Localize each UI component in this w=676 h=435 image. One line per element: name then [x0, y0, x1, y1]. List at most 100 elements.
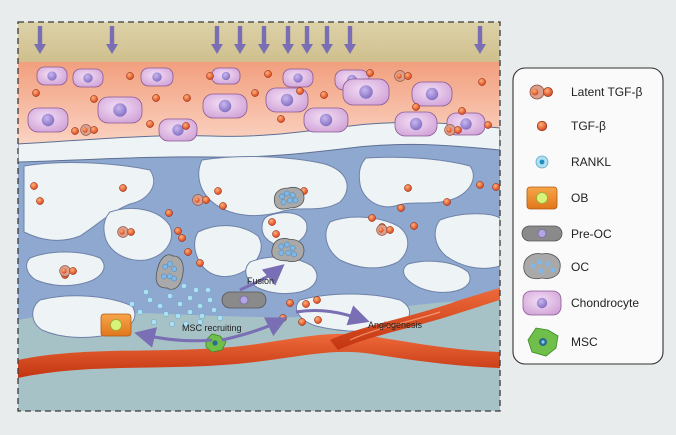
tgf-beta-particle	[286, 299, 294, 307]
rankl-particle	[143, 289, 149, 295]
latent-tgf-beta	[192, 194, 210, 206]
tgf-beta-particle	[298, 318, 306, 326]
legend-label-msc: MSC	[571, 335, 598, 349]
tgf-beta-particle	[397, 204, 405, 212]
osteoclast	[273, 186, 305, 210]
load-arrow	[258, 26, 270, 54]
tgf-beta-particle	[320, 91, 328, 99]
chondrocyte	[27, 107, 69, 133]
tgf-beta-particle	[214, 187, 222, 195]
latent-tgf-beta	[444, 124, 462, 136]
load-arrow	[344, 26, 356, 54]
tgf-beta-particle	[71, 127, 79, 135]
osteoclast-icon	[523, 253, 561, 280]
tgf-beta-particle	[152, 94, 160, 102]
calcified-cartilage	[18, 121, 500, 163]
rankl-particle	[183, 321, 189, 327]
rankl-particle	[217, 315, 223, 321]
tgf-beta-particle	[366, 69, 374, 77]
mechanical-load-arrows	[34, 26, 486, 54]
tgf-beta-particle	[32, 89, 40, 97]
rankl-particle	[167, 293, 173, 299]
latent-tgf-beta	[59, 265, 77, 277]
tgf-beta-particle	[165, 209, 173, 217]
rankl-particle	[147, 297, 153, 303]
tgf-beta-particle	[296, 87, 304, 95]
osteoclast-cells	[155, 186, 305, 290]
angiogenesis-arrow	[295, 305, 370, 326]
tgf-beta-particle	[412, 103, 420, 111]
tgf-beta-particle	[174, 227, 182, 235]
legend-label-tgf-beta: TGF-β	[571, 119, 606, 133]
tgf-beta-particle	[410, 222, 418, 230]
legend: Latent TGF-β TGF-β RANKL OB Pre-OC OC Ch…	[512, 67, 664, 365]
tgf-beta-particle	[264, 70, 272, 78]
pre-osteoclast-cell	[221, 291, 267, 309]
rankl-particle	[157, 303, 163, 309]
load-arrow	[211, 26, 223, 54]
rankl-particle	[129, 301, 135, 307]
tgf-beta-particle	[272, 230, 280, 238]
rankl-particle	[175, 313, 181, 319]
angiogenesis-label: Angiogenesis	[368, 320, 423, 330]
fusion-arrow	[239, 264, 285, 292]
tgf-beta-particle	[368, 214, 376, 222]
chondrocyte	[140, 67, 174, 87]
chondrocyte	[394, 111, 438, 137]
rankl-particle	[169, 321, 175, 327]
process-arrows	[134, 264, 370, 348]
osteoclast	[271, 238, 305, 262]
tgf-beta-particle	[219, 202, 227, 210]
chondrocyte	[202, 93, 248, 119]
rankl-particle	[163, 311, 169, 317]
rankl-particle	[151, 319, 157, 325]
recruitment-arrow-right	[221, 317, 288, 342]
chondrocyte	[158, 118, 198, 142]
chondrocyte	[72, 68, 104, 88]
chondrocyte	[411, 81, 453, 107]
tgf-beta-particle	[268, 218, 276, 226]
chondrocyte	[36, 66, 68, 86]
osteoblast-icon	[526, 186, 558, 210]
tgf-beta-particle	[146, 120, 154, 128]
fusion-label: Fusion	[247, 276, 274, 286]
blood-vessel	[18, 333, 500, 378]
tgf-beta-icon	[536, 120, 548, 132]
load-arrow	[34, 26, 46, 54]
diagram-frame	[17, 21, 501, 412]
tgf-beta-particle	[302, 300, 310, 308]
legend-label-pre-oc: Pre-OC	[571, 227, 612, 241]
load-arrow	[282, 26, 294, 54]
latent-tgf-beta	[394, 70, 412, 82]
tgf-beta-particle	[277, 115, 285, 123]
tgf-beta-particle	[458, 107, 466, 115]
tgf-beta-particle	[478, 78, 486, 86]
rankl-particle	[187, 309, 193, 315]
legend-label-chondrocyte: Chondrocyte	[571, 296, 639, 310]
legend-label-rankl: RANKL	[571, 155, 611, 169]
latent-tgf-beta	[117, 226, 135, 238]
msc-recruiting-arrow	[134, 327, 213, 348]
chondrocyte	[282, 68, 314, 88]
load-arrow	[321, 26, 333, 54]
rankl-particle	[197, 319, 203, 325]
chondrocyte-cells	[27, 66, 486, 142]
tgf-beta-particle	[90, 95, 98, 103]
tgf-beta-particle	[313, 296, 321, 304]
msc-cell	[205, 333, 227, 353]
tgf-beta-particles	[30, 69, 500, 326]
load-arrow	[234, 26, 246, 54]
rankl-icon	[535, 155, 549, 169]
chondrocyte	[211, 67, 241, 85]
mechanical-load-band	[18, 22, 500, 62]
load-arrow	[474, 26, 486, 54]
osteoblast-cell	[100, 313, 132, 337]
tgf-beta-particle	[30, 182, 38, 190]
tgf-beta-particle	[119, 184, 127, 192]
legend-label-latent-tgf-beta: Latent TGF-β	[571, 85, 642, 99]
chondrocyte	[303, 107, 349, 133]
rankl-particle	[177, 301, 183, 307]
legend-label-ob: OB	[571, 191, 588, 205]
rankl-particle	[197, 303, 203, 309]
